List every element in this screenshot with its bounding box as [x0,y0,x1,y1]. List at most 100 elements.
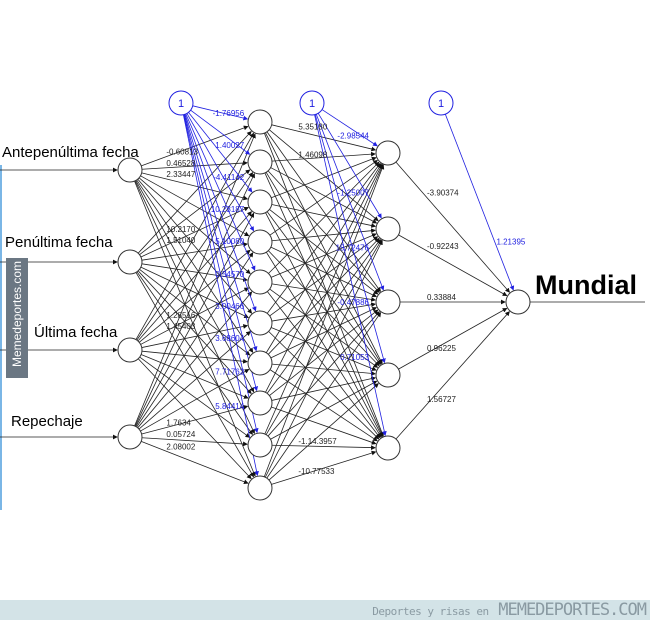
edge-bias-h2 [315,114,385,291]
edge-input-h1 [136,179,254,353]
edge-input-h1 [140,287,250,345]
weight-label: 1.40027 [215,141,244,150]
edge-h1-h2 [267,311,380,437]
edge-bias-h1 [190,109,251,155]
weight-label: 5.84414 [215,402,244,411]
edge-h1-h2 [265,132,383,365]
edge-h1-h2 [269,288,379,368]
weight-label: 1.51040 [166,236,195,245]
weight-label: -0.92243 [427,242,459,251]
edge-h1-h2 [265,212,383,438]
footer-bar: Deportes y risas en MEMEDEPORTES.COM [0,600,650,620]
edge-input-h1 [140,175,250,237]
edge-bias-h1 [186,113,254,232]
hidden1-node [247,432,273,458]
left-edge-line [0,165,2,510]
edge-input-h1 [134,133,256,427]
edge-input-h1 [139,269,251,356]
hidden1-node [247,310,273,336]
hidden2-node [375,140,401,166]
bias-node-label: 1 [438,98,444,110]
edge-input-h1 [135,180,255,393]
footer-text[interactable]: Deportes y risas en MEMEDEPORTES.COM [372,600,647,620]
weight-label: 2.08002 [166,442,195,451]
input-label-antepenultima: Antepenúltima fecha [2,144,139,161]
weight-label: 0.54570 [215,270,244,279]
hidden1-node [247,229,273,255]
edge-input-h1 [134,180,255,434]
edge-h1-h2 [266,312,382,479]
edge-input-h1 [137,178,253,314]
hidden2-node [375,289,401,315]
output-label: Mundial [535,270,637,300]
edge-bias-h2 [314,114,386,364]
edge-h2-output [398,234,508,297]
footer-brand: MEMEDEPORTES.COM [498,600,647,620]
edge-input-h1 [135,212,255,427]
edge-h1-h2 [271,151,376,162]
weight-label: 15.72476 [336,243,370,252]
edge-input-h1 [141,263,248,282]
input-node [117,157,143,183]
hidden2-node [375,216,401,242]
edge-input-h1 [139,356,251,438]
edge-h1-h2 [268,129,379,222]
input-node [117,424,143,450]
weight-label: -10.77533 [298,467,335,476]
bias-node-label: 1 [309,98,315,110]
edge-bias-h2 [317,113,382,219]
weight-label: 1.45403 [166,322,195,331]
edge-bias-h2 [321,109,378,147]
edge-h1-h2 [270,380,378,440]
edge-h1-h2 [266,238,381,394]
edge-h1-h2 [264,133,385,437]
input-node [117,249,143,275]
watermark: Memedeportes.com [6,258,28,378]
edge-h1-h2 [269,209,379,295]
hidden1-node [247,475,273,501]
hidden1-node [247,350,273,376]
edge-h1-h2 [265,251,382,438]
weight-label: 1.21395 [496,237,525,246]
edge-input-h1 [137,291,253,429]
weight-label: -3.90374 [427,189,459,198]
edge-input-h1 [141,441,249,485]
bias-node [299,90,325,116]
edge-input-h1 [135,132,254,340]
edge-h1-h2 [271,302,376,322]
edge-input-h1 [136,271,253,436]
edge-h1-h2 [268,250,380,367]
weight-label: 1.46098 [298,150,327,159]
edge-input-h1 [137,358,252,480]
edge-h1-h2 [264,172,384,437]
edge-bias-h1 [183,114,258,392]
edge-input-h1 [138,177,251,275]
weight-label: 0.05724 [166,430,195,439]
input-node [117,337,143,363]
weight-label: 10.2170 [166,225,195,234]
edge-input-h1 [140,354,249,399]
edge-h1-h2 [271,450,377,485]
edge-input-h1 [137,211,252,342]
edge-h1-h2 [263,164,385,477]
weight-label: -1.76956 [213,109,245,118]
weight-label: 7.71762 [215,368,244,377]
weight-label: 0.46528 [166,159,195,168]
edge-input-h1 [140,369,250,432]
hidden2-node [375,362,401,388]
weight-label: -0.60813 [166,148,198,157]
edge-h1-h2 [271,363,376,376]
edge-h1-h2 [267,291,381,439]
edge-h1-h2 [264,239,383,478]
edge-h2-output [395,311,510,440]
edge-bias-h1 [188,112,253,193]
watermark-text: Memedeportes.com [10,260,24,368]
edge-input-h1 [138,249,251,343]
weight-label: 1.7634 [166,418,191,427]
hidden1-node [247,189,273,215]
weight-label: 1.56727 [427,395,456,404]
edge-input-h1 [141,324,249,348]
hidden1-node [247,390,273,416]
weight-label: 0.33884 [427,293,456,302]
edge-h1-h2 [268,383,379,481]
